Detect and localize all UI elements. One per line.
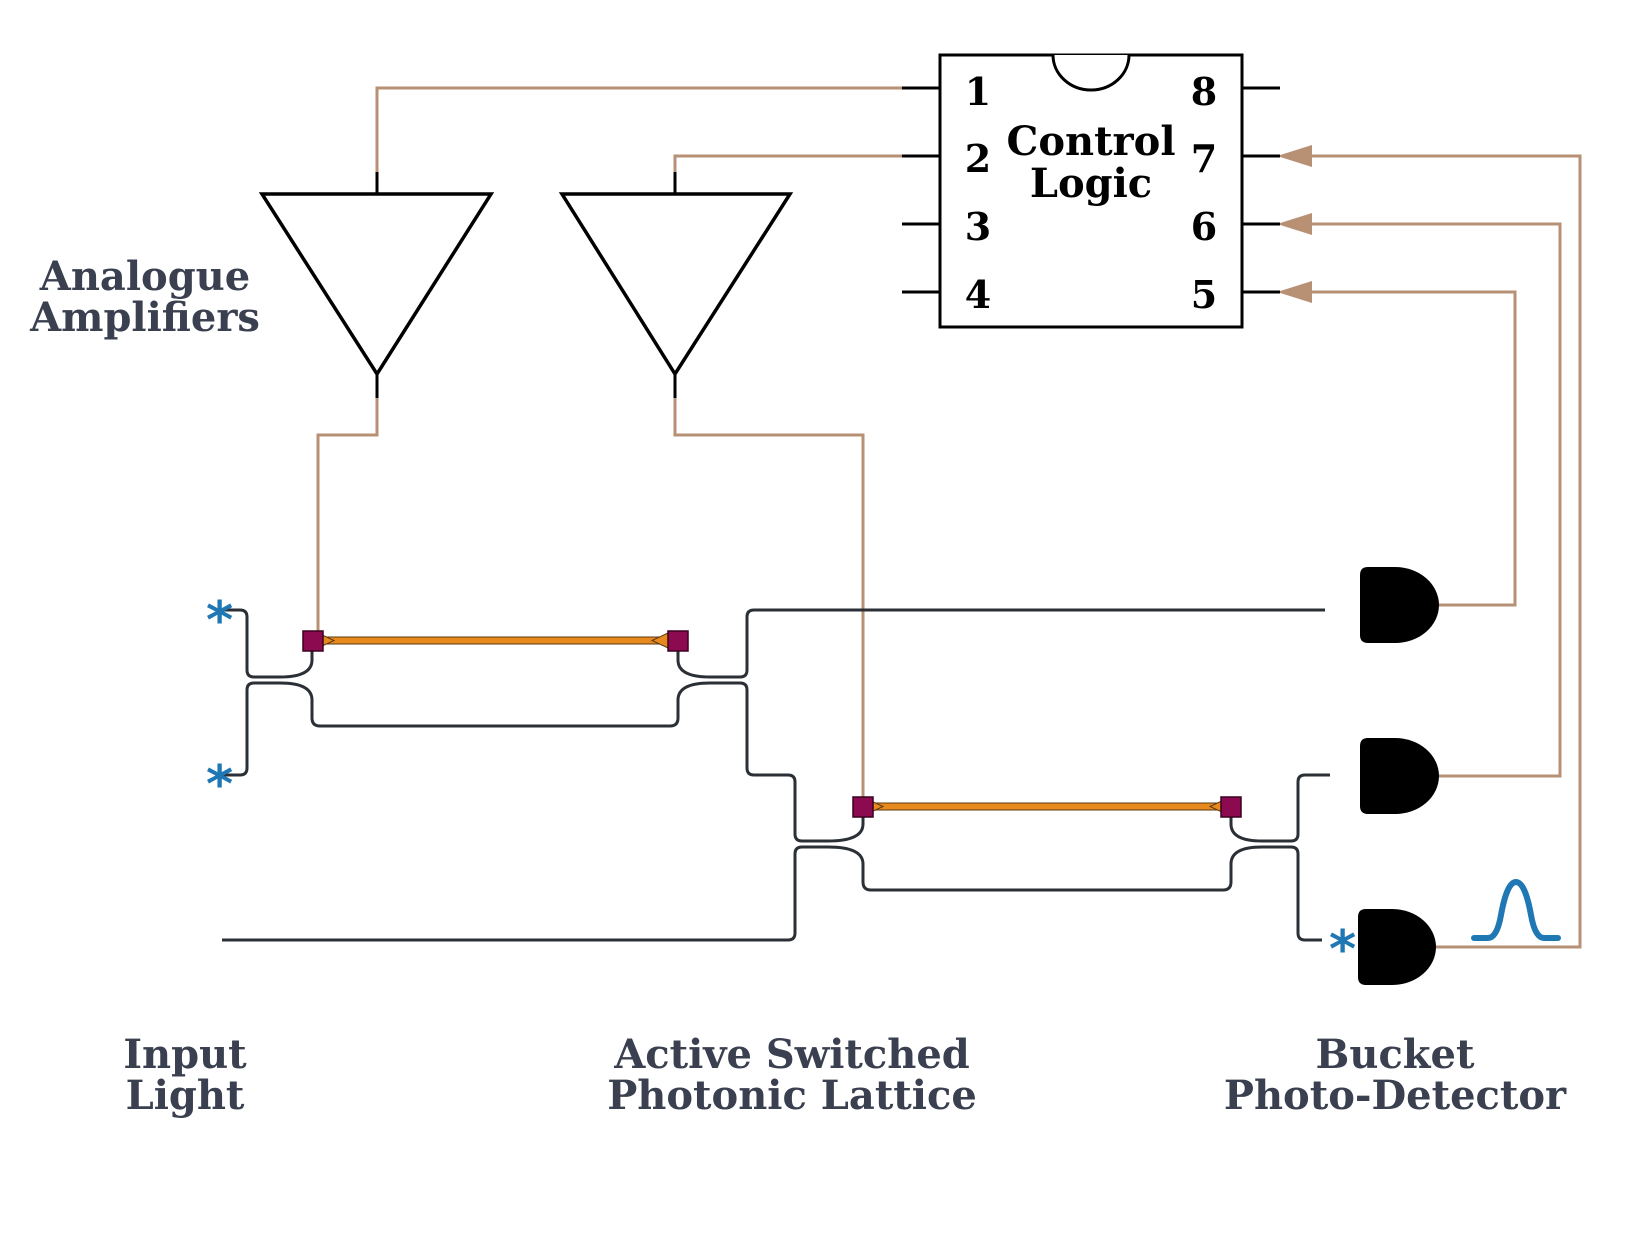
amplifier-1 (258, 172, 495, 398)
photon-marker-1: * (206, 591, 233, 651)
pin-label-1: 1 (965, 69, 991, 114)
heater-2-pad-left (852, 796, 874, 818)
photonic-lattice (222, 608, 1330, 942)
chip-notch (1051, 54, 1131, 92)
mzi2-lower-arm (827, 845, 1263, 892)
mzi1-join-upper (676, 641, 711, 679)
wire-detector3-to-pin7 (1300, 154, 1582, 949)
amplifiers-label-line1: Analogue (39, 253, 250, 300)
mzi1-out-top (710, 608, 1325, 679)
amp1-triangle-icon (258, 192, 495, 378)
detector-3-icon (1358, 909, 1436, 985)
heater-2-pad-right (1220, 796, 1242, 818)
input-label-line2: Light (126, 1072, 245, 1119)
heater-2-strip (866, 802, 1227, 811)
lattice-label-line1: Active Switched (613, 1031, 970, 1078)
detector-1-icon (1360, 567, 1439, 643)
heater-1-pad-left (302, 630, 324, 652)
heater-1-pad-right (667, 630, 689, 652)
pin-label-4: 4 (965, 272, 991, 317)
amplifier-2 (558, 172, 794, 398)
detectors (1358, 567, 1561, 985)
pin-label-5: 5 (1191, 272, 1217, 317)
pin-label-6: 6 (1191, 204, 1217, 249)
heater-1-taper-right (650, 632, 669, 649)
wire-detector1-to-pin5 (1300, 290, 1517, 607)
mzi2-out-top (1262, 773, 1330, 843)
amp2-triangle-icon (558, 192, 794, 378)
input-label-line1: Input (123, 1031, 247, 1078)
detector-label-line1: Bucket (1316, 1031, 1475, 1078)
chip-title-line1: Control (1006, 118, 1175, 165)
arrow-pin6 (1277, 213, 1312, 235)
photon-marker-2: * (206, 755, 233, 815)
arrow-pin5 (1277, 281, 1312, 303)
wire-amp2-to-heater2 (673, 398, 865, 803)
pin-label-7: 7 (1191, 136, 1217, 181)
mzi2-out-bottom (1262, 845, 1322, 942)
wire-amp1-to-heater1 (316, 398, 379, 638)
arrow-pin7 (1277, 145, 1312, 167)
control-logic-chip: Control Logic 1 2 3 4 8 7 6 5 (902, 53, 1280, 329)
mzi2-split-upper (827, 812, 865, 843)
mzi1-lower-arm (279, 681, 711, 728)
input-guide-bottom (222, 681, 280, 777)
mzi1-split-upper (279, 641, 314, 679)
pin-label-2: 2 (965, 136, 991, 181)
photon-marker-3: * (1329, 920, 1356, 980)
heater-1-strip (317, 636, 669, 645)
wire-pin1-to-amp1 (375, 86, 902, 172)
mzi2-join-upper (1229, 812, 1263, 843)
phase-shifter-1 (302, 630, 689, 652)
pin-label-8: 8 (1191, 69, 1217, 114)
control-wires (316, 86, 1582, 949)
wire-pin2-to-amp2 (673, 154, 902, 172)
input-guide-third (222, 845, 828, 942)
lattice-label-line2: Photonic Lattice (607, 1072, 977, 1119)
wire-detector2-to-pin6 (1300, 222, 1562, 778)
mzi1-out-bottom (710, 681, 828, 843)
pin-label-3: 3 (965, 204, 991, 249)
phase-shifter-2 (852, 796, 1242, 818)
detector-label-line2: Photo-Detector (1224, 1072, 1567, 1119)
amplifiers-label-line2: Amplifiers (29, 294, 260, 341)
detector-2-icon (1360, 738, 1439, 814)
detection-pulse-icon (1471, 878, 1561, 941)
input-guide-top (222, 608, 280, 679)
chip-title-line2: Logic (1030, 160, 1152, 207)
